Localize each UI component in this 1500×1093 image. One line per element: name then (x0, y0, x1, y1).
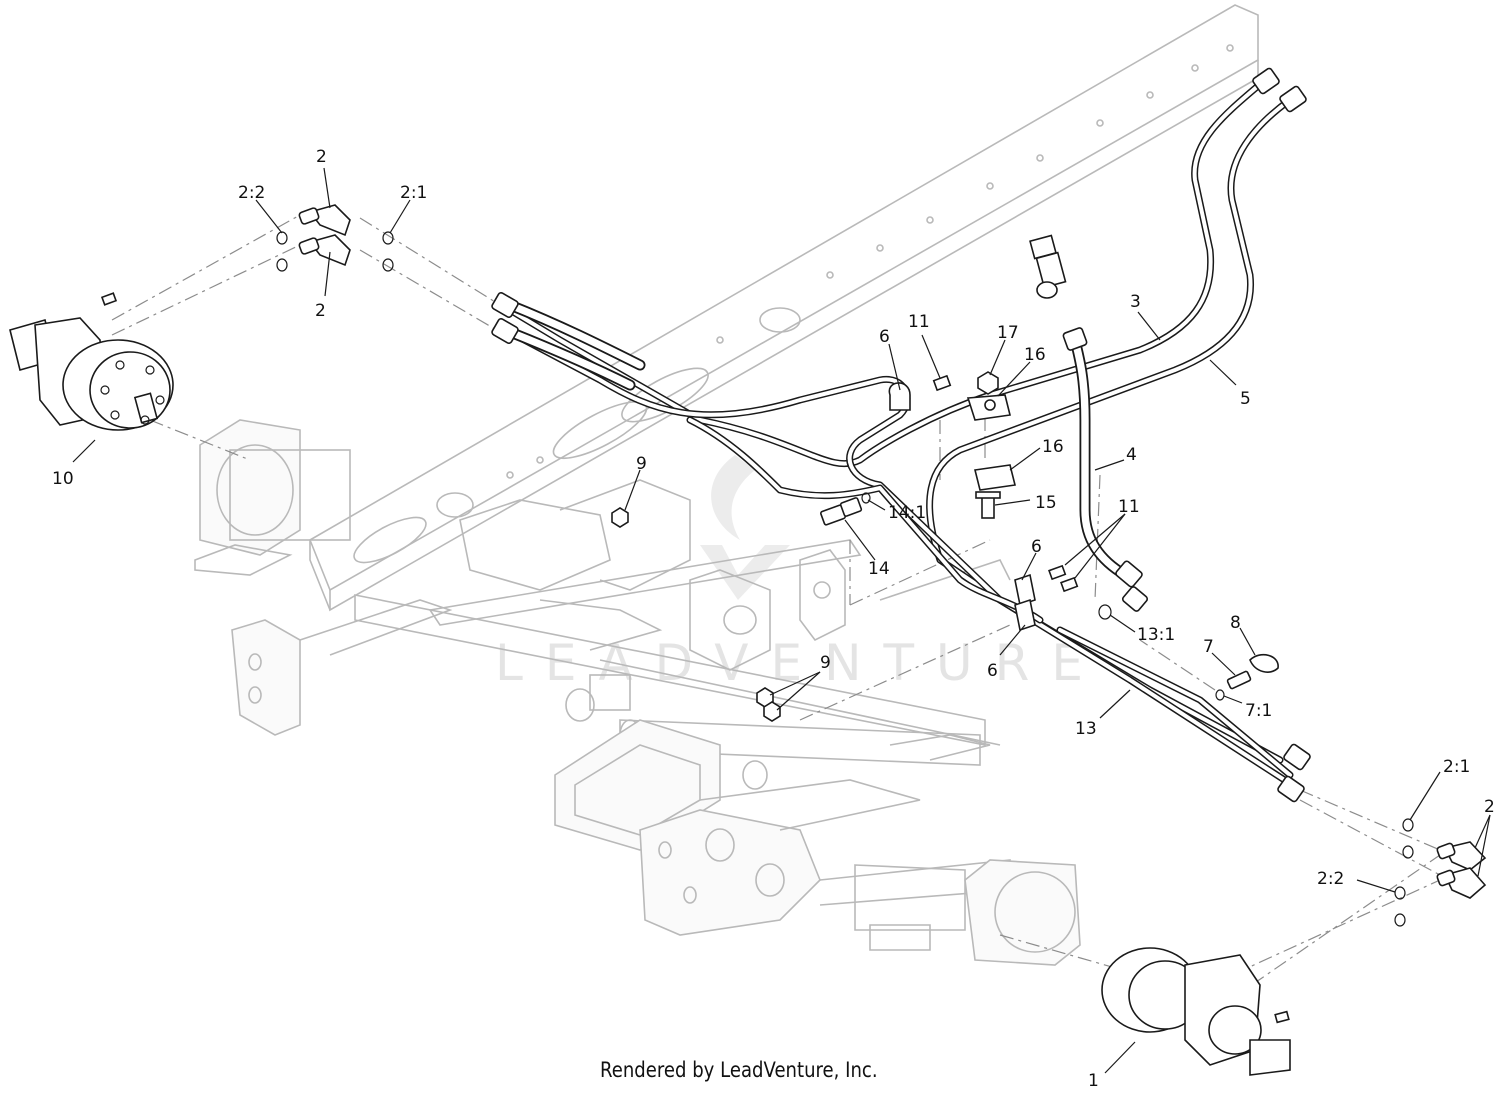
callout-14-1: 14:1 (888, 503, 926, 523)
test-port-fitting (820, 492, 871, 526)
callout-11-lower: 11 (1118, 497, 1140, 517)
callout-17: 17 (997, 323, 1019, 343)
callout-2-2-top: 2:2 (238, 183, 265, 203)
callout-7: 7 (1203, 637, 1214, 657)
callout-6-lower: 6 (987, 661, 998, 681)
watermark-logo (700, 455, 790, 600)
callouts: 2 2 2:2 2:1 10 6 11 17 16 3 5 4 16 15 11… (52, 147, 1495, 1091)
clamp-brackets (966, 371, 1016, 519)
callout-7-1: 7:1 (1245, 701, 1272, 721)
elbow-fittings-top (276, 204, 394, 272)
right-wheel-motor (1101, 947, 1291, 1076)
callout-2-2-bottom: 2:2 (1317, 869, 1344, 889)
callout-13-1: 13:1 (1137, 625, 1175, 645)
callout-9-upper: 9 (636, 454, 647, 474)
nuts (611, 507, 781, 722)
callout-2-1-top: 2:1 (400, 183, 427, 203)
callout-3: 3 (1130, 292, 1141, 312)
callout-14: 14 (868, 559, 890, 579)
grease-fitting-and-cap (1098, 604, 1279, 701)
callout-6-mid: 6 (1031, 537, 1042, 557)
callout-1: 1 (1088, 1071, 1099, 1091)
elbow-fittings-bottom (1394, 818, 1487, 927)
callout-2-bottom: 2 (1484, 797, 1495, 817)
callout-6-upper: 6 (879, 327, 890, 347)
callout-10: 10 (52, 469, 74, 489)
callout-11-upper: 11 (908, 312, 930, 332)
callout-16-upper: 16 (1024, 345, 1046, 365)
callout-4: 4 (1126, 445, 1137, 465)
callout-9-lower: 9 (820, 653, 831, 673)
callout-5: 5 (1240, 389, 1251, 409)
swivel-elbow-fitting (1029, 234, 1067, 299)
callout-15: 15 (1035, 493, 1057, 513)
callout-2-top-upper: 2 (316, 147, 327, 167)
watermark-text: LEADVENTURE (495, 634, 1105, 692)
alignment-lines (111, 214, 1441, 1001)
callout-8: 8 (1230, 613, 1241, 633)
bolts (932, 374, 1079, 593)
callout-16-lower: 16 (1042, 437, 1064, 457)
frame-ghost (194, 4, 1259, 966)
clamps (888, 382, 1036, 632)
leader-lines (72, 167, 1491, 1074)
callout-2-1-bottom: 2:1 (1443, 757, 1470, 777)
footer-credit: Rendered by LeadVenture, Inc. (600, 1058, 878, 1082)
hose-end-fittings (491, 67, 1311, 803)
callout-2-top-lower: 2 (315, 301, 326, 321)
left-wheel-motor (9, 292, 174, 431)
callout-13: 13 (1075, 719, 1097, 739)
